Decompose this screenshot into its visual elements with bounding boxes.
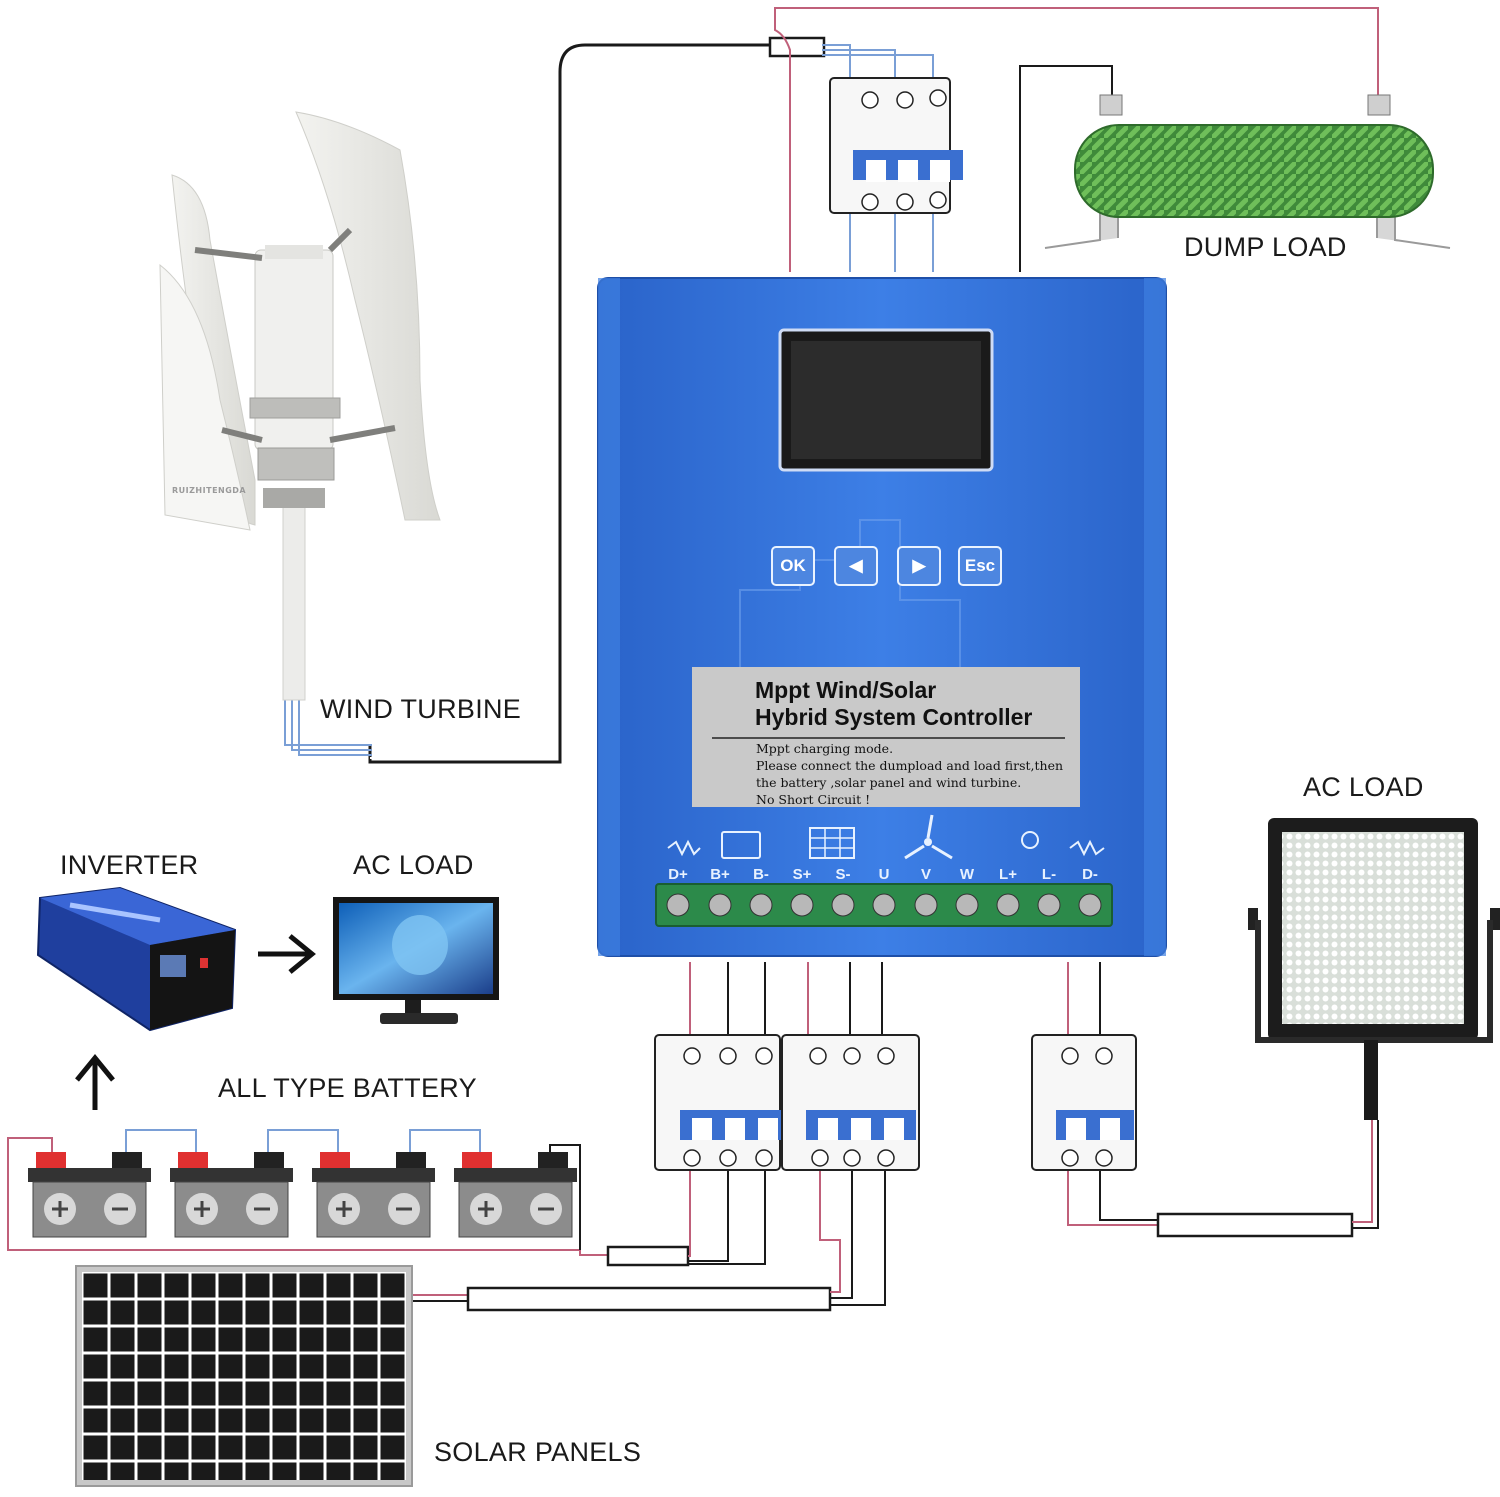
wires [7, 7, 1379, 1312]
arrow-up-icon [75, 1054, 115, 1110]
terminal-label: V [920, 866, 931, 883]
monitor-image [333, 897, 499, 1024]
controller-title: Mppt Wind/Solar Hybrid System Controller [755, 677, 1032, 731]
controller-title-line2: Hybrid System Controller [755, 704, 1033, 730]
breaker-solar [781, 1034, 920, 1171]
battery-3 [312, 1152, 435, 1238]
solar-panel-image [75, 1265, 413, 1487]
wind-cable [368, 43, 820, 764]
terminal-label: L+ [999, 866, 1017, 883]
label-ac-load-left: AC LOAD [353, 850, 474, 880]
terminal-label: S+ [792, 866, 812, 883]
ok-button: OK [771, 546, 815, 586]
controller-note-1: Mppt charging mode. [756, 741, 894, 756]
breaker-wind [829, 77, 963, 214]
terminal-label: D- [1082, 866, 1098, 883]
terminal-label: D+ [668, 866, 688, 883]
arrow-right-icon [258, 934, 316, 974]
terminal-screws [666, 893, 1102, 917]
battery-2 [170, 1152, 293, 1238]
label-ac-load-right: AC LOAD [1303, 772, 1424, 802]
dump-load-resistor [1044, 94, 1451, 249]
label-battery: ALL TYPE BATTERY [218, 1073, 477, 1103]
battery-4 [454, 1152, 577, 1238]
esc-button: Esc [958, 546, 1002, 586]
terminal-label: W [959, 866, 975, 883]
left-arrow-button: ◀ [834, 546, 878, 586]
controller-note-3: the battery ,solar panel and wind turbin… [756, 775, 1022, 790]
label-inverter: INVERTER [60, 850, 199, 880]
right-arrow-button: ▶ [897, 546, 941, 586]
controller-note-4: No Short Circuit ! [756, 792, 871, 807]
terminal-label: L- [1041, 866, 1057, 883]
flood-light [1248, 818, 1500, 1120]
label-solar-panels: SOLAR PANELS [434, 1437, 642, 1467]
terminal-label: U [878, 866, 890, 883]
breaker-battery [654, 1034, 792, 1171]
terminal-label: B- [753, 866, 769, 883]
battery-1 [28, 1152, 151, 1238]
label-dump-load: DUMP LOAD [1184, 232, 1347, 262]
controller-note-2: Please connect the dumpload and load fir… [756, 758, 1064, 773]
terminal-label: B+ [710, 866, 730, 883]
terminal-label: S- [835, 866, 851, 883]
breaker-load [1031, 1034, 1137, 1171]
wind-turbine-image [159, 111, 441, 701]
battery-bank [28, 1152, 577, 1238]
label-wind-turbine: WIND TURBINE [320, 694, 522, 724]
inverter-image [36, 886, 237, 1032]
hybrid-controller [597, 277, 1167, 957]
controller-title-line1: Mppt Wind/Solar [755, 677, 937, 703]
controller-notes: Mppt charging mode. Please connect the d… [756, 740, 1063, 808]
turbine-brand-text: RUIZHITENGDA [172, 486, 247, 495]
